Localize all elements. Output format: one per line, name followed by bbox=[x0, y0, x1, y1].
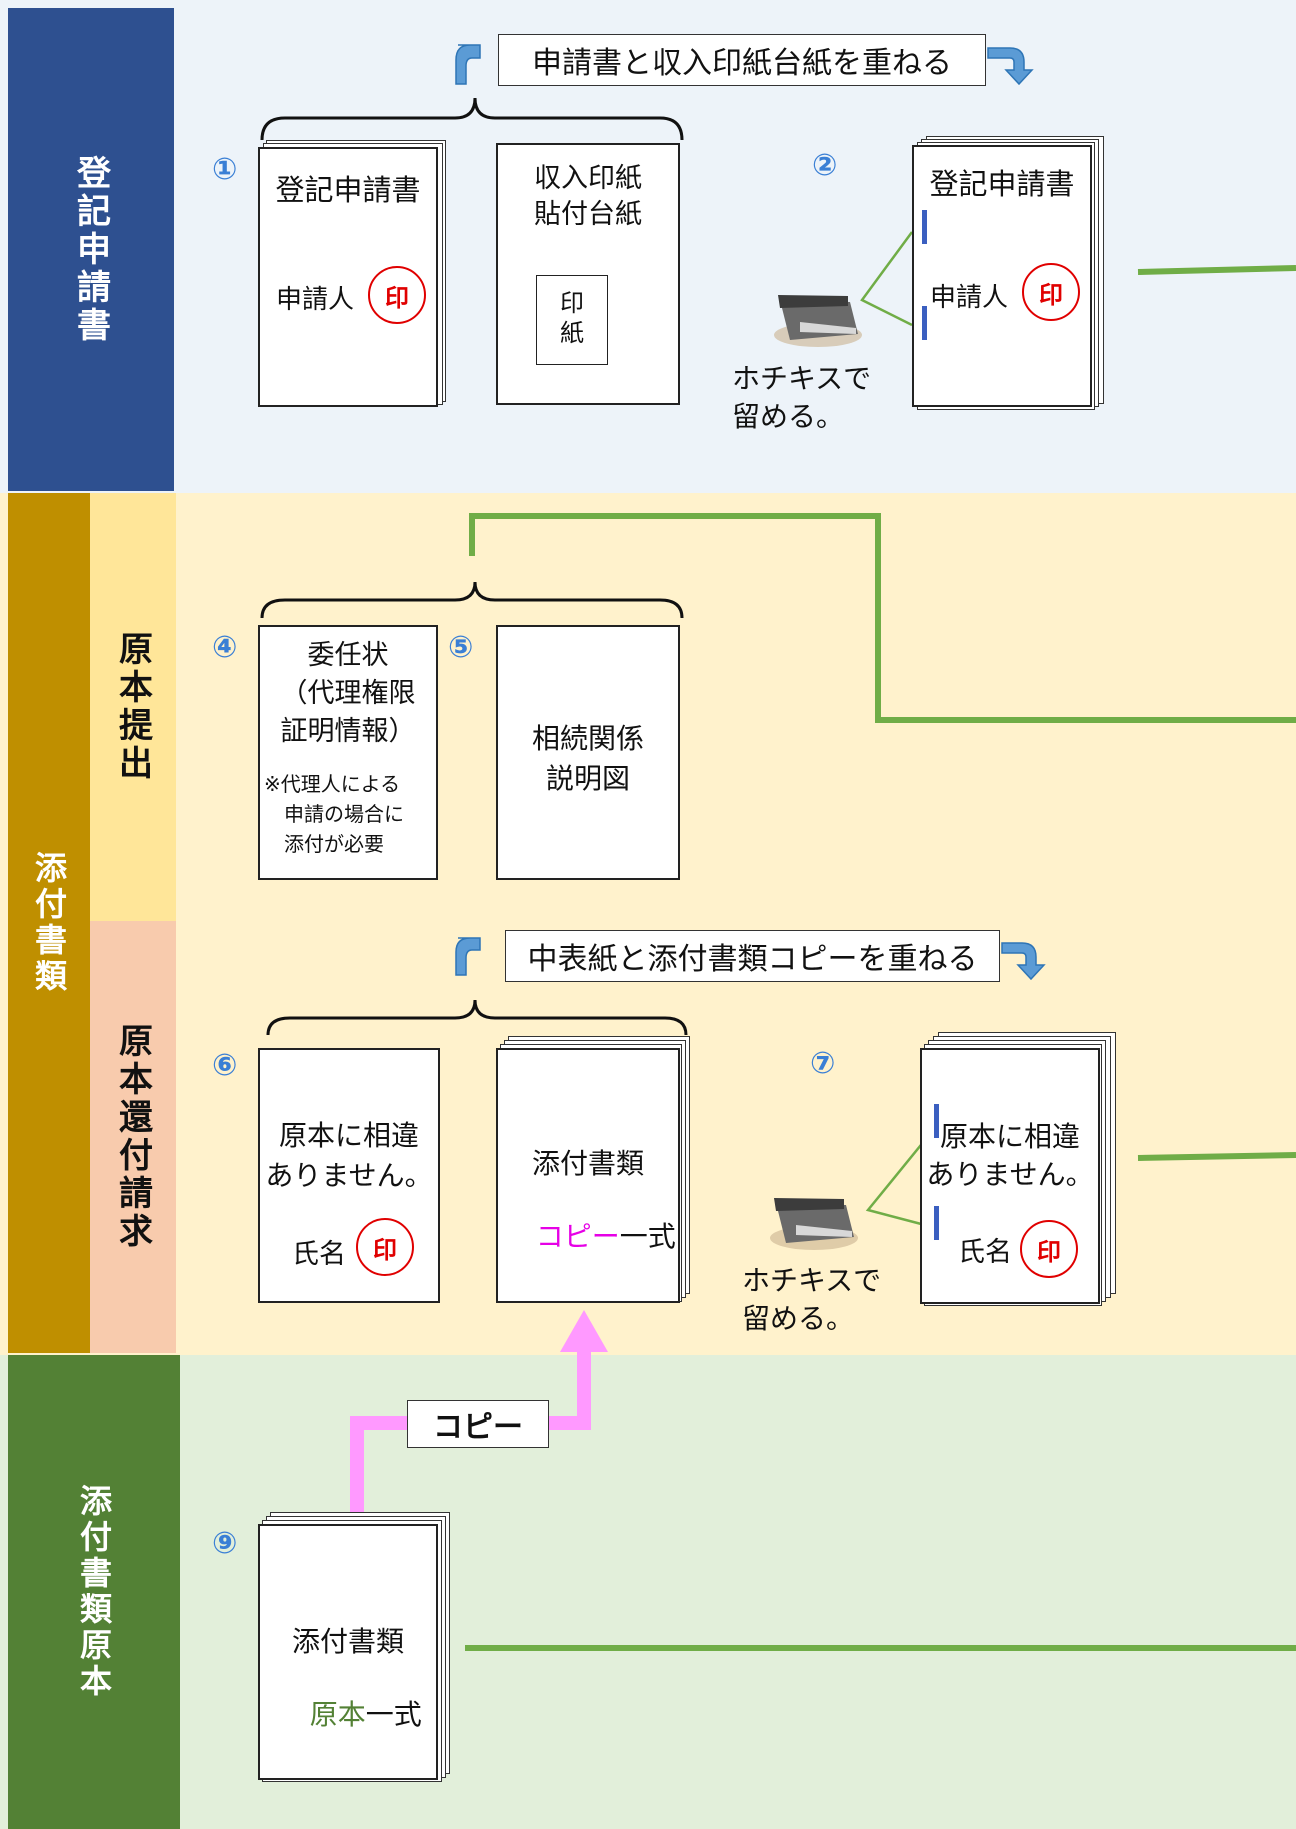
certification-cover-doc: 原本に相違 ありません。 氏名 印 bbox=[258, 1048, 440, 1303]
stamp-sheet-doc: 収入印紙 貼付台紙 印 紙 bbox=[496, 143, 680, 405]
attachment-copies-subtitle: コピー一式 bbox=[535, 1220, 676, 1253]
attachment-copies-doc: 添付書類 コピー一式 bbox=[496, 1048, 680, 1303]
attachment-originals-subtitle: 原本一式 bbox=[309, 1698, 422, 1731]
staple-lines-top bbox=[860, 231, 914, 327]
flow-line-original-submit bbox=[469, 513, 1296, 723]
brace-top bbox=[260, 97, 684, 141]
attachment-originals-title: 添付書類 bbox=[291, 1625, 404, 1658]
stapled-name-label: 氏名 bbox=[958, 1237, 1012, 1268]
brace-return bbox=[266, 999, 688, 1036]
step-number-6: ⑥ bbox=[212, 1048, 238, 1083]
application-form-title: 登記申請書 bbox=[275, 173, 421, 207]
revenue-stamp-box: 印 紙 bbox=[536, 275, 608, 365]
copy-arrow-head bbox=[560, 1310, 608, 1352]
staple-mark-return-1 bbox=[934, 1104, 939, 1138]
attachment-originals-doc: 添付書類 原本一式 bbox=[258, 1524, 438, 1780]
copy-arrow-line-2 bbox=[546, 1350, 591, 1430]
staple-note-top: ホチキスで 留める。 bbox=[732, 362, 872, 433]
step-number-5: ⑤ bbox=[448, 630, 474, 665]
staple-mark-top-2 bbox=[922, 306, 927, 340]
staple-lines-return bbox=[865, 1139, 926, 1227]
stapler-icon-top bbox=[774, 295, 862, 347]
stapled-return-set-doc: 原本に相違 ありません。 氏名 印 bbox=[920, 1048, 1100, 1304]
callout-stack-cover-copies: 中表紙と添付書類コピーを重ねる bbox=[505, 930, 1000, 982]
originals-section-label: 添付書類原本 bbox=[8, 1355, 180, 1829]
staple-mark-top-1 bbox=[922, 210, 927, 244]
applicant-label: 申請人 bbox=[276, 285, 355, 315]
step-number-7: ⑦ bbox=[810, 1046, 836, 1081]
stapled-name-seal: 印 bbox=[1020, 1220, 1078, 1278]
stamp-sheet-title: 収入印紙 貼付台紙 bbox=[534, 163, 642, 230]
originals-section-bg bbox=[0, 1355, 1296, 1829]
stapled-application-doc: 登記申請書 申請人 印 bbox=[912, 145, 1092, 407]
power-of-attorney-note: ※代理人による 申請の場合に 添付が必要 bbox=[264, 772, 404, 856]
original-submit-label: 原本提出 bbox=[90, 493, 176, 921]
callout-arrow-left-return bbox=[455, 937, 481, 976]
brace-submit bbox=[260, 581, 684, 619]
callout-arrow-left-top bbox=[455, 44, 481, 85]
attachment-copies-title: 添付書類 bbox=[531, 1147, 644, 1180]
certification-text: 原本に相違 ありません。 bbox=[265, 1119, 433, 1192]
inheritance-chart-doc: 相続関係 説明図 bbox=[496, 625, 680, 880]
stapled-certification-text: 原本に相違 ありません。 bbox=[926, 1120, 1094, 1191]
original-return-label: 原本還付請求 bbox=[90, 921, 176, 1353]
step-number-9: ⑨ bbox=[212, 1526, 238, 1561]
callout-stack-stamp-sheet: 申請書と収入印紙台紙を重ねる bbox=[498, 34, 986, 86]
step-number-2: ② bbox=[812, 148, 838, 183]
callout-arrow-right-top bbox=[987, 47, 1034, 86]
attachments-section-label: 添付書類 bbox=[8, 493, 90, 1353]
copy-word: コピー bbox=[535, 1220, 620, 1253]
original-word: 原本 bbox=[309, 1698, 366, 1731]
step-number-1: ① bbox=[212, 152, 238, 187]
flow-line-original-return bbox=[1137, 1152, 1296, 1161]
stapled-application-title: 登記申請書 bbox=[929, 167, 1075, 201]
power-of-attorney-title: 委任状 （代理権限 証明情報） bbox=[280, 640, 416, 747]
name-label: 氏名 bbox=[292, 1239, 346, 1270]
staple-note-return: ホチキスで 留める。 bbox=[742, 1264, 882, 1335]
applicant-seal: 印 bbox=[368, 266, 426, 324]
callout-copy: コピー bbox=[407, 1400, 549, 1448]
application-section-label: 登記申請書 bbox=[8, 8, 174, 491]
flow-line-application bbox=[1137, 265, 1296, 275]
application-form-doc: 登記申請書 申請人 印 bbox=[258, 147, 438, 407]
stapled-applicant-seal: 印 bbox=[1022, 263, 1080, 321]
copy-arrow-line bbox=[350, 1416, 415, 1512]
inheritance-chart-title: 相続関係 説明図 bbox=[531, 722, 644, 795]
stapled-applicant-label: 申請人 bbox=[930, 283, 1009, 313]
stapler-icon-return bbox=[770, 1198, 858, 1250]
step-number-4: ④ bbox=[212, 630, 238, 665]
staple-mark-return-2 bbox=[934, 1206, 939, 1240]
power-of-attorney-doc: 委任状 （代理権限 証明情報） ※代理人による 申請の場合に 添付が必要 bbox=[258, 625, 438, 880]
callout-arrow-right-return bbox=[1001, 942, 1046, 981]
name-seal: 印 bbox=[356, 1218, 414, 1276]
